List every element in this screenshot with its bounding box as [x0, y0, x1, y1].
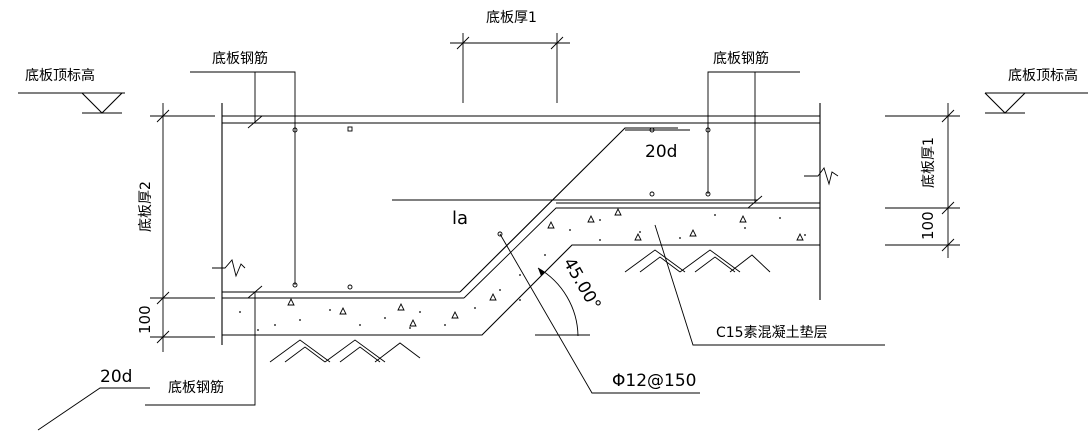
top-elevation-label-left: 底板顶标高 — [25, 67, 95, 84]
dim-thickness-1-top — [450, 33, 570, 103]
cushion-triangles — [287, 207, 804, 327]
thickness-1-right-label: 底板厚1 — [921, 137, 937, 188]
dim-100-right-label: 100 — [919, 211, 937, 240]
top-elevation-label-right: 底板顶标高 — [1008, 67, 1078, 84]
dim-thickness-2-left — [150, 103, 215, 352]
earth-hatch-upper — [624, 249, 771, 273]
angle-arc — [535, 267, 590, 337]
rebar-label-bottom-left: 底板钢筋 — [168, 379, 224, 396]
earth-hatch-lower — [269, 339, 421, 363]
thickness-2-left-label: 底板厚2 — [138, 181, 154, 232]
anchor-20d-bottom-label: 20d — [100, 367, 132, 387]
rebar-label-top-right: 底板钢筋 — [713, 50, 769, 67]
cushion-dots — [239, 214, 806, 331]
anchor-20d-bottom-leader — [37, 387, 150, 431]
step-geometry — [222, 127, 820, 336]
bar-spec-label: Φ12@150 — [612, 371, 696, 391]
elevation-marker-left — [18, 92, 125, 114]
rebar-leaders — [145, 71, 800, 406]
bar-spec-leader — [499, 233, 700, 394]
thickness-1-top-label: 底板厚1 — [486, 10, 537, 26]
cushion-label: C15素混凝土垫层 — [716, 325, 828, 341]
anchor-20d-top-label: 20d — [645, 142, 677, 162]
dim-100-left-label: 100 — [136, 305, 154, 334]
rebar-label-top-left: 底板钢筋 — [212, 50, 268, 67]
dim-thickness-1-right — [885, 103, 960, 258]
cushion-leader — [654, 224, 885, 346]
elevation-marker-right — [984, 92, 1088, 114]
anchorage-la-label: la — [452, 208, 468, 229]
slab-outline — [212, 103, 839, 345]
angle-label: 45.00° — [559, 255, 605, 315]
